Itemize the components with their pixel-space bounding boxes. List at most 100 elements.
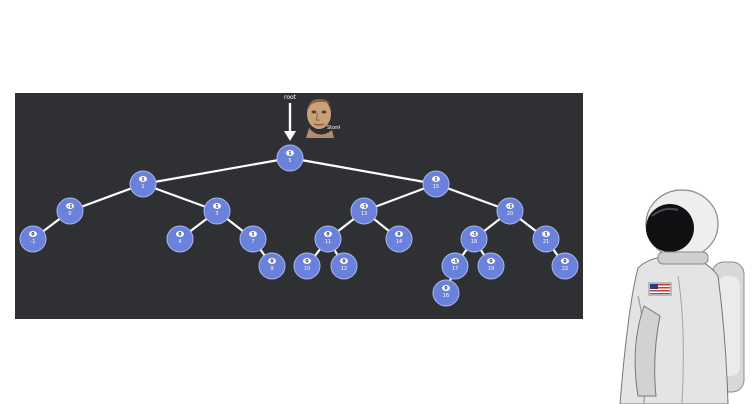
node-key-label: 5	[288, 158, 291, 164]
node-key-label: 11	[325, 239, 331, 245]
node-key-label: -1	[31, 239, 36, 245]
node-circle	[258, 252, 286, 280]
balance-badge	[303, 258, 311, 264]
node-circle	[385, 225, 413, 253]
node-key-label: 4	[178, 239, 181, 245]
balance-badge	[451, 258, 459, 264]
nodes-layer: 1511115-10130-1041709-113-12001101401001…	[19, 144, 579, 307]
balance-factor-label: 0	[178, 232, 181, 238]
node-circle	[551, 252, 579, 280]
balance-factor-label: 0	[489, 259, 492, 265]
tree-node-1: 11	[129, 170, 157, 198]
tree-node-11: 011	[314, 225, 342, 253]
node-key-label: 20	[507, 211, 513, 217]
node-circle	[56, 197, 84, 225]
balance-factor-label: 0	[397, 232, 400, 238]
astronaut-image	[619, 189, 745, 404]
node-key-label: 17	[452, 266, 458, 272]
node-circle	[532, 225, 560, 253]
balance-badge	[286, 150, 294, 156]
balance-factor-label: 0	[326, 232, 329, 238]
balance-badge	[66, 203, 74, 209]
tree-node-20: -120	[496, 197, 524, 225]
tree-edge	[288, 156, 438, 186]
node-key-label: 1	[141, 184, 144, 190]
node-key-label: 15	[433, 184, 439, 190]
tree-node-21: 121	[532, 225, 560, 253]
tree-node-13: -113	[350, 197, 378, 225]
node-circle	[19, 225, 47, 253]
node-key-label: 16	[443, 293, 449, 299]
balance-factor-label: 1	[288, 151, 291, 157]
balance-badge	[432, 176, 440, 182]
tree-node-18: -118	[460, 225, 488, 253]
balance-factor-label: -1	[453, 259, 458, 265]
balance-badge	[29, 231, 37, 237]
tree-node-9: 09	[258, 252, 286, 280]
node-circle	[496, 197, 524, 225]
node-key-label: 18	[471, 239, 477, 245]
balance-factor-label: -1	[472, 232, 477, 238]
balance-factor-label: 1	[544, 232, 547, 238]
balance-badge	[442, 285, 450, 291]
node-circle	[239, 225, 267, 253]
balance-badge	[340, 258, 348, 264]
balance-badge	[324, 231, 332, 237]
node-key-label: 22	[562, 266, 568, 272]
node-circle	[460, 225, 488, 253]
node-circle	[422, 170, 450, 198]
balance-factor-label: 0	[444, 286, 447, 292]
node-circle	[441, 252, 469, 280]
root-pointer-label: root	[284, 94, 297, 101]
balance-factor-label: -1	[362, 204, 367, 210]
balance-badge	[268, 258, 276, 264]
node-key-label: 21	[543, 239, 549, 245]
balance-factor-label: 1	[434, 177, 437, 183]
node-key-label: 13	[361, 211, 367, 217]
balance-factor-label: 0	[342, 259, 345, 265]
node-key-label: 3	[215, 211, 218, 217]
tree-node-19: 019	[477, 252, 505, 280]
node-key-label: 10	[304, 266, 310, 272]
tree-node-7: 17	[239, 225, 267, 253]
svg-text:Stonk: Stonk	[327, 125, 340, 131]
balance-badge	[213, 203, 221, 209]
node-circle	[350, 197, 378, 225]
node-circle	[293, 252, 321, 280]
tree-node-22: 022	[551, 252, 579, 280]
node-key-label: 19	[488, 266, 494, 272]
balance-badge	[176, 231, 184, 237]
root-arrow-icon	[284, 103, 296, 141]
tree-node--1: 0-1	[19, 225, 47, 253]
balance-badge	[542, 231, 550, 237]
balance-badge	[249, 231, 257, 237]
node-circle	[330, 252, 358, 280]
tree-node-14: 014	[385, 225, 413, 253]
balance-factor-label: 1	[215, 204, 218, 210]
balance-factor-label: 1	[251, 232, 254, 238]
meme-face-image: Stonk	[306, 98, 340, 138]
node-key-label: 9	[270, 266, 273, 272]
balance-factor-label: -1	[508, 204, 513, 210]
balance-factor-label: 0	[563, 259, 566, 265]
node-key-label: 0	[68, 211, 71, 217]
tree-node-16: 016	[432, 279, 460, 307]
bst-diagram: 1511115-10130-1041709-113-12001101401001…	[19, 144, 579, 307]
balance-badge	[561, 258, 569, 264]
balance-factor-label: 0	[270, 259, 273, 265]
node-circle	[129, 170, 157, 198]
balance-badge	[487, 258, 495, 264]
tree-node-5: 15	[276, 144, 304, 172]
node-circle	[314, 225, 342, 253]
node-circle	[166, 225, 194, 253]
balance-badge	[470, 231, 478, 237]
tree-node-4: 04	[166, 225, 194, 253]
node-key-label: 12	[341, 266, 347, 272]
node-circle	[203, 197, 231, 225]
tree-edge	[141, 156, 292, 186]
balance-badge	[139, 176, 147, 182]
node-circle	[432, 279, 460, 307]
tree-node-12: 012	[330, 252, 358, 280]
node-key-label: 14	[396, 239, 402, 245]
